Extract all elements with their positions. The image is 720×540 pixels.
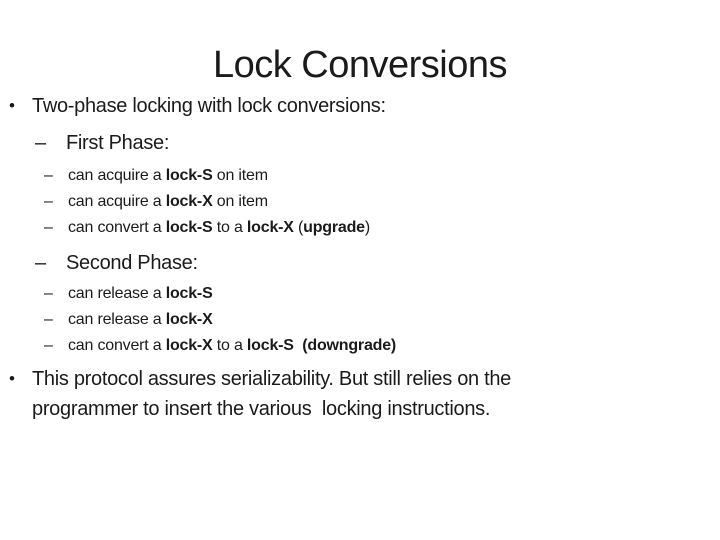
slide-title: Lock Conversions [212,44,508,86]
heading-first-phase: –First Phase: [0,131,720,155]
dash-icon: – [44,285,53,302]
list-item-text: can acquire a lock-X on item [68,193,268,210]
text-run: lock-S [165,167,213,184]
list-item-text: can convert a lock-X to a lock-S (downgr… [68,337,396,354]
text-run: lock-S [165,285,213,302]
bullet-protocol-serializability: • This protocol assures serializability. … [0,364,720,424]
bullet-text-line: programmer to insert the various locking… [32,398,491,420]
bullet-text-line: This protocol assures serializability. B… [32,368,512,390]
list-item-release-lock-s: –can release a lock-S [0,281,720,307]
phase-heading-text: First Phase: [66,132,170,154]
text-run: ) [364,219,370,236]
text-run: can convert a [68,337,166,354]
phase-heading-text: Second Phase: [66,252,198,274]
dash-icon: – [44,311,53,328]
text-run: lock-X [165,193,213,210]
list-item-acquire-lock-x: –can acquire a lock-X on item [0,189,720,215]
text-run: lock-S [246,337,294,354]
bullet-two-phase-locking: • Two-phase locking with lock conversions… [0,94,720,118]
text-run: upgrade [303,219,365,236]
text-run: lock-X [246,219,294,236]
text-run: to a [212,219,247,236]
list-item-text: can release a lock-S [68,285,213,302]
dash-icon: – [44,337,53,354]
text-run: lock-X [165,311,213,328]
text-run: lock-X [165,337,213,354]
dash-icon: – [44,193,53,210]
text-run: on item [212,167,268,184]
dash-icon: – [35,132,46,154]
list-item-text: can release a lock-X [68,311,213,328]
list-item-release-lock-x: –can release a lock-X [0,307,720,333]
bullet-text: Two-phase locking with lock conversions: [32,95,386,117]
text-run: ( [293,219,304,236]
dash-icon: – [44,219,53,236]
text-run [294,337,303,354]
dash-icon: – [35,252,46,274]
text-run: can release a [68,285,166,302]
list-item-acquire-lock-s: –can acquire a lock-S on item [0,163,720,189]
text-run: lock-S [165,219,213,236]
bullet-icon: • [9,96,15,115]
text-run: on item [212,193,268,210]
text-run: can acquire a [68,193,166,210]
dash-icon: – [44,167,53,184]
heading-second-phase: –Second Phase: [0,251,720,275]
text-run: to a [212,337,247,354]
text-run: can convert a [68,219,166,236]
bullet-icon: • [9,369,15,388]
text-run: (downgrade) [302,337,397,354]
text-run: can release a [68,311,166,328]
list-item-text: can convert a lock-S to a lock-X (upgrad… [68,219,370,236]
list-item-convert-downgrade: –can convert a lock-X to a lock-S (downg… [0,333,720,359]
list-item-convert-upgrade: –can convert a lock-S to a lock-X (upgra… [0,215,720,241]
list-item-text: can acquire a lock-S on item [68,167,268,184]
text-run: can acquire a [68,167,166,184]
